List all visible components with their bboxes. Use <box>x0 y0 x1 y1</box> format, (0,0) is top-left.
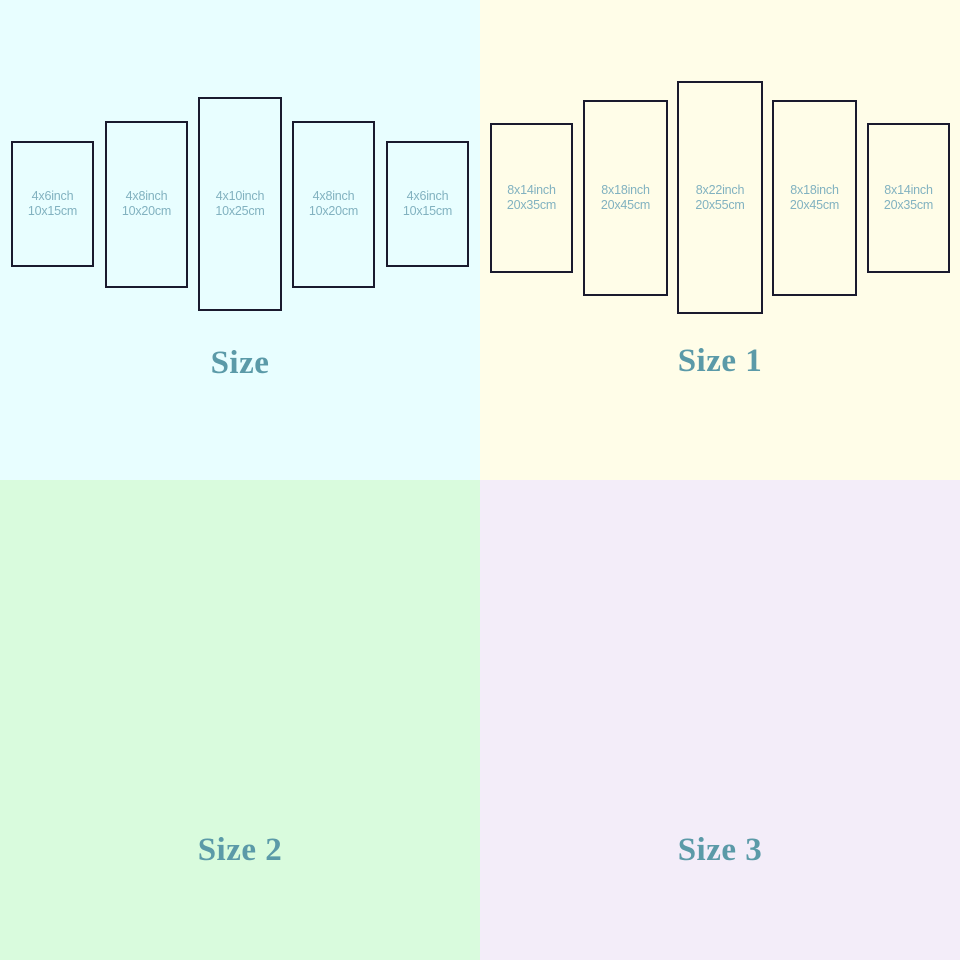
panel-size-cm: 10x20cm <box>308 204 359 218</box>
panel-size-inch: 4x10inch <box>215 189 265 204</box>
panel-size-cm: 20x35cm <box>883 197 934 212</box>
panel-size-cm: 10x25cm <box>215 204 265 218</box>
panel-size-cm: 10x20cm <box>121 204 172 218</box>
panel-size-cm: 10x15cm <box>27 204 78 218</box>
panel-size-inch: 8x18inch <box>790 182 839 197</box>
size-option-size-3[interactable]: 16x24inch40x60cm16x32inch40x80cm16x40inc… <box>480 480 960 960</box>
panel-size-inch: 8x14inch <box>884 182 933 197</box>
size-option-size-2[interactable]: 12x16inch30x40cm12x24inch30x60cm12x32inc… <box>0 480 480 960</box>
panel-size-inch: 8x18inch <box>601 182 650 197</box>
size-option-title: Size 3 <box>677 832 763 868</box>
panel-size-inch: 4x8inch <box>125 189 168 204</box>
panel-size-inch: 4x6inch <box>31 189 74 204</box>
size-option-title: Size <box>210 345 270 381</box>
panel-size-cm: 20x55cm <box>695 197 745 212</box>
size-option-title: Size 2 <box>197 832 283 868</box>
size-option-title: Size 1 <box>677 343 763 379</box>
panel-size-cm: 20x35cm <box>506 197 557 212</box>
panel-size-cm: 20x45cm <box>600 197 651 212</box>
panel-size-inch: 8x14inch <box>507 182 556 197</box>
panel-size-cm: 20x45cm <box>789 197 840 212</box>
panel-size-cm: 10x15cm <box>402 204 453 218</box>
panel-size-inch: 4x6inch <box>406 189 449 204</box>
panel-size-inch: 4x8inch <box>312 189 355 204</box>
panel-size-inch: 8x22inch <box>695 182 745 197</box>
